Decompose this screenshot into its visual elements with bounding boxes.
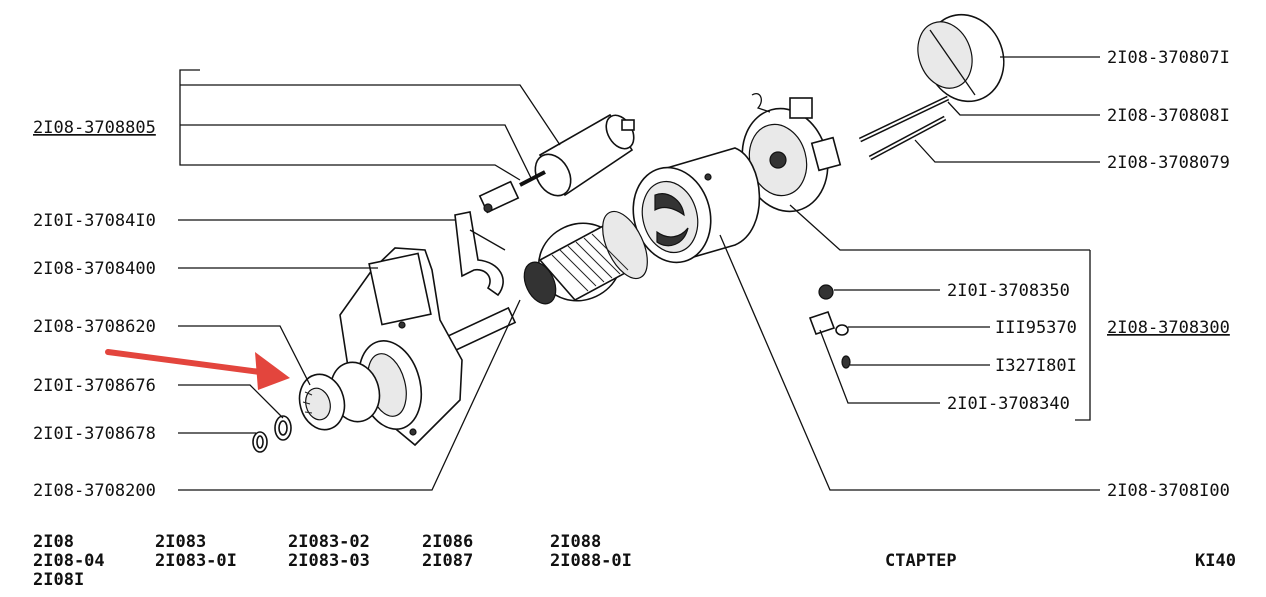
- label-screw: 2I08-3708079: [1107, 153, 1230, 173]
- page-code: КI40: [1195, 551, 1236, 571]
- model-21087: 2I087: [422, 551, 473, 571]
- model-2108-04: 2I08-04: [33, 551, 105, 571]
- label-stator: 2I08-3708I00: [1107, 481, 1230, 501]
- through-stud-icon: [858, 95, 950, 161]
- model-21083-02: 2I083-02: [288, 532, 370, 552]
- model-21083-01: 2I083-0I: [155, 551, 237, 571]
- drive-clutch-icon: [298, 361, 381, 431]
- label-fork: 2I0I-37084I0: [33, 211, 156, 231]
- solenoid-plunger-icon: [478, 180, 520, 214]
- model-2108: 2I08: [33, 532, 74, 552]
- end-cover-icon: [917, 13, 1005, 103]
- model-21081: 2I08I: [33, 570, 84, 590]
- label-cover: 2I08-370807I: [1107, 48, 1230, 68]
- red-pointer-arrow: [105, 349, 290, 390]
- label-brush-spring: 2I0I-3708350: [947, 281, 1070, 301]
- stator-housing-icon: [632, 147, 761, 264]
- model-21083-03: 2I083-03: [288, 551, 370, 571]
- label-lock-ring: 2I0I-3708678: [33, 424, 156, 444]
- label-stop-ring: 2I0I-3708676: [33, 376, 156, 396]
- label-washer: III95370: [995, 318, 1077, 338]
- model-21083: 2I083: [155, 532, 206, 552]
- drive-fork-icon: [454, 211, 506, 297]
- label-bolt: I327I80I: [995, 356, 1077, 376]
- model-21088-01: 2I088-0I: [550, 551, 632, 571]
- brush-icon: [808, 310, 851, 369]
- starter-solenoid-icon: [519, 113, 635, 197]
- label-commutator-cover: 2I08-3708300: [1107, 318, 1230, 338]
- label-drive-housing: 2I08-3708400: [33, 259, 156, 279]
- label-solenoid-group: 2I08-3708805: [33, 118, 156, 138]
- label-stud: 2I08-370808I: [1107, 106, 1230, 126]
- armature-icon: [443, 210, 648, 354]
- lock-ring-icon: [252, 431, 268, 453]
- model-21088: 2I088: [550, 532, 601, 552]
- label-clutch: 2I08-3708620: [33, 317, 156, 337]
- brush-spring-icon: [818, 284, 834, 300]
- diagram-title: СТАРТЕР: [885, 551, 957, 571]
- leader-lines: [178, 56, 1100, 491]
- stop-ring-icon: [274, 415, 292, 441]
- brush-holder-icon: [741, 93, 842, 213]
- model-21086: 2I086: [422, 532, 473, 552]
- label-armature: 2I08-3708200: [33, 481, 156, 501]
- label-brush: 2I0I-3708340: [947, 394, 1070, 414]
